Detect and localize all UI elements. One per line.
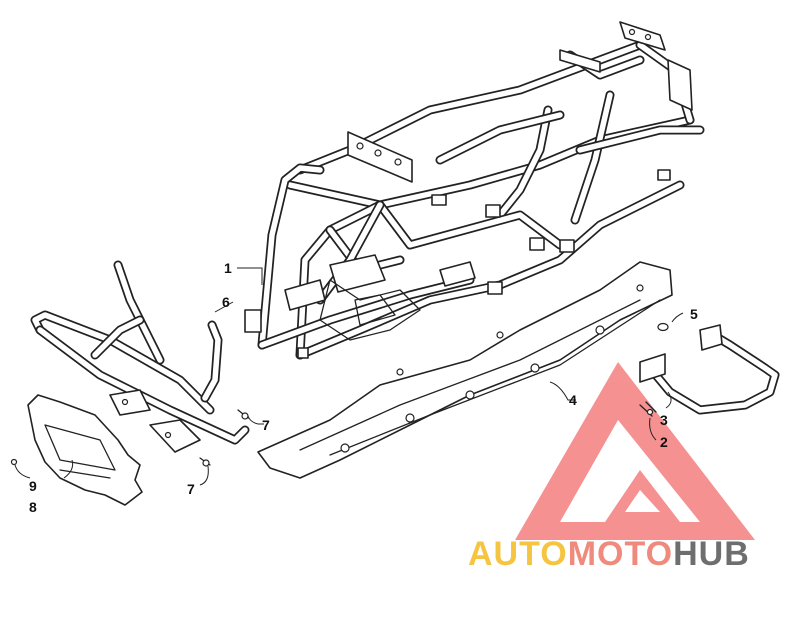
bolt-2 (639, 401, 657, 417)
callout-2: 2 (660, 434, 668, 450)
front-bumper (30, 260, 250, 453)
watermark-text: AUTOMOTOHUB (468, 535, 750, 574)
watermark-auto: AUTO (468, 535, 568, 573)
screw-9 (10, 458, 18, 466)
callout-1: 1 (224, 260, 232, 276)
front-guard (27, 394, 143, 506)
watermark-logo (515, 362, 755, 540)
watermark-moto: MOTO (567, 535, 674, 573)
watermark-hub: HUB (673, 535, 750, 573)
leader-lines (14, 267, 684, 486)
bolt-5 (657, 322, 669, 332)
callout-5: 5 (690, 306, 698, 322)
skid-plate (257, 261, 673, 479)
callout-8: 8 (29, 499, 37, 515)
bolt-7-lower (199, 457, 211, 467)
main-frame (244, 21, 705, 360)
callout-3: 3 (660, 412, 668, 428)
callout-9: 9 (29, 478, 37, 494)
callout-7-upper: 7 (262, 417, 270, 433)
callout-6: 6 (222, 294, 230, 310)
callout-4: 4 (569, 392, 577, 408)
callout-7-lower: 7 (187, 481, 195, 497)
bolt-7-upper (237, 409, 249, 420)
foot-bracket (639, 324, 780, 415)
